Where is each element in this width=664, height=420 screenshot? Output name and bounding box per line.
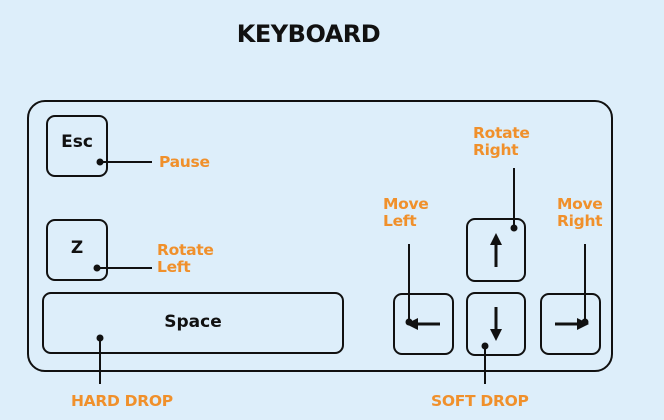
- rotate-right-label: Rotate Right: [473, 125, 530, 159]
- esc-key-label: Esc: [61, 132, 93, 152]
- page-title: KEYBOARD: [236, 20, 381, 48]
- arrow-down-icon: [490, 307, 502, 341]
- move-left-label-line1: Move: [383, 195, 429, 213]
- rotate-right-label-line2: Right: [473, 141, 519, 159]
- arrow-up-icon: [490, 233, 502, 267]
- rotate-left-label-line2: Left: [157, 258, 191, 276]
- move-left-label-line2: Left: [383, 212, 417, 230]
- pause-label: Pause: [159, 153, 210, 171]
- left-arrow-key[interactable]: [393, 293, 454, 355]
- move-right-label-line2: Right: [557, 212, 603, 230]
- down-arrow-key[interactable]: [466, 292, 526, 356]
- move-right-label: Move Right: [557, 196, 603, 230]
- z-key-label: Z: [70, 238, 84, 258]
- rotate-left-label-line1: Rotate: [157, 241, 214, 259]
- esc-key[interactable]: Esc: [46, 115, 108, 177]
- soft-drop-label: SOFT DROP: [431, 392, 529, 410]
- space-key-label: Space: [164, 312, 222, 332]
- keyboard-frame: [27, 100, 613, 372]
- rotate-left-label: Rotate Left: [157, 242, 214, 276]
- move-right-label-line1: Move: [557, 195, 603, 213]
- hard-drop-label: HARD DROP: [71, 392, 173, 410]
- space-key[interactable]: Space: [42, 292, 344, 354]
- move-left-label: Move Left: [383, 196, 429, 230]
- rotate-right-label-line1: Rotate: [473, 124, 530, 142]
